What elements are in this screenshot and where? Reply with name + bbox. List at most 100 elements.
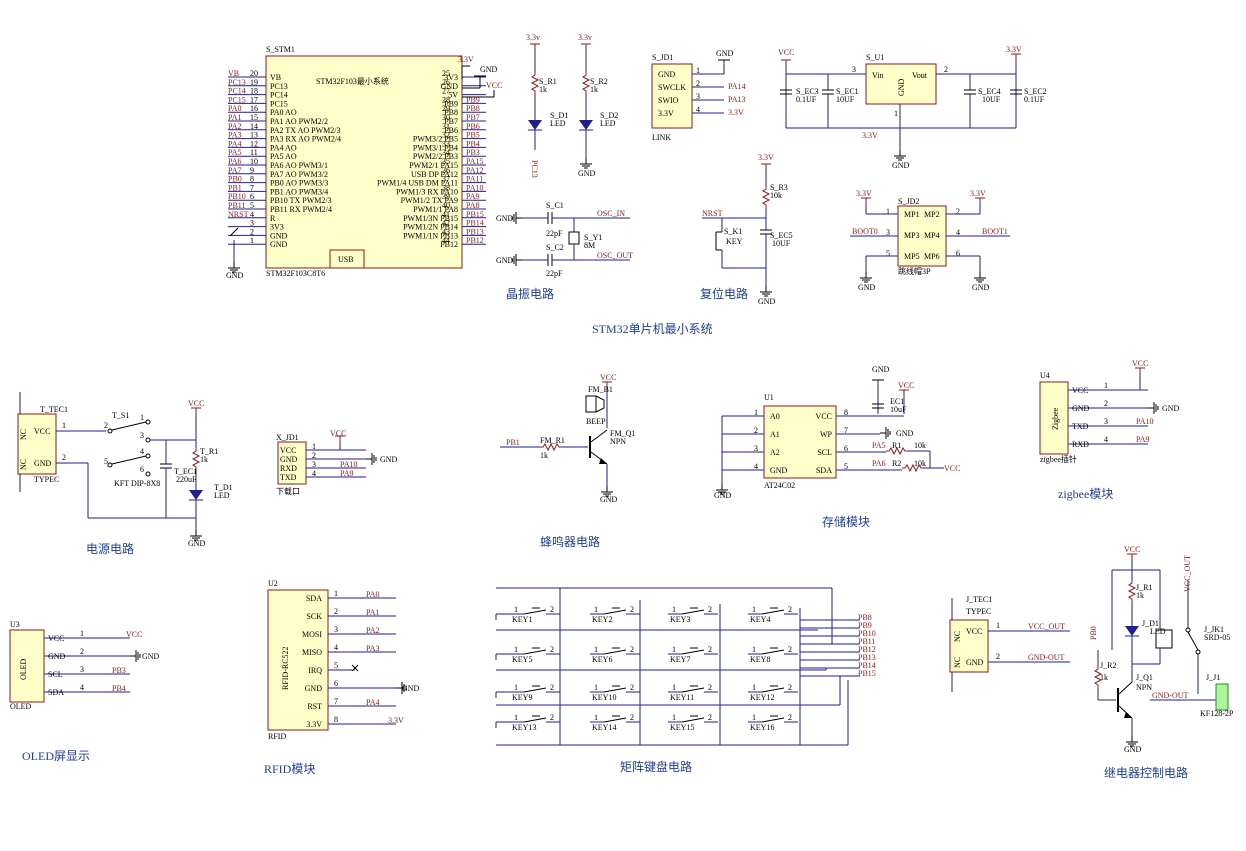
rl-pb0: PB0 <box>1089 626 1098 640</box>
ee-right-num: 5 <box>844 462 848 471</box>
pwr-nc1: NC <box>19 429 28 440</box>
bz-q1: FM_Q1 <box>610 429 635 438</box>
tc2-out1: VCC_OUT <box>1028 622 1065 631</box>
mcu-left-net: PA3 <box>228 131 242 140</box>
key-pin2: 2 <box>630 605 634 614</box>
ee-ec: EC1 <box>890 397 904 406</box>
key-pin1: 1 <box>672 605 676 614</box>
title-power: 电源电路 <box>86 541 134 556</box>
reg-ec3v: 0.1UF <box>796 95 817 104</box>
key-label: KEY12 <box>750 693 774 702</box>
ee-ecv: 10uF <box>890 405 907 414</box>
mcu-right-num: 25 <box>442 69 450 78</box>
mcu-right-name: PB6 <box>444 126 458 135</box>
key-pin2: 2 <box>550 713 554 722</box>
typec-output: J_TEC1 TYPEC NC NC VCC GND 1 2 VCC_OUT G… <box>949 595 1070 692</box>
key-pin1: 1 <box>672 645 676 654</box>
rl-r2: J_R2 <box>1100 661 1116 670</box>
keypad-net: PB15 <box>858 669 876 678</box>
key-label: KEY15 <box>670 723 694 732</box>
ee-left-num: 1 <box>754 408 758 417</box>
title-storage: 存储模块 <box>822 514 870 529</box>
mcu-left-net: PA6 <box>228 157 242 166</box>
zb-pin-name: VCC <box>1072 386 1088 395</box>
mcu-left-num: 18 <box>250 87 258 96</box>
zb-pin-name: GND <box>1072 404 1090 413</box>
mcu-right-name: PB12 <box>440 240 458 249</box>
zb-pin-num: 1 <box>1104 381 1108 390</box>
mcu-right-num: 40 <box>442 201 450 210</box>
stm32-mcu: S_STM1 STM32F103最小系统 STM32F103C8T6 USB V… <box>226 45 502 280</box>
zb-pin-net: PA10 <box>1136 417 1154 426</box>
oled-pin-name: SCL <box>48 670 63 679</box>
mcu-left-name: 3V3 <box>270 223 284 232</box>
rst-gnd: GND <box>758 297 776 306</box>
mcu-right-name: PWM1/1 PA8 <box>413 205 458 214</box>
oled-gnd: GND <box>142 652 160 661</box>
pwr-sw-part: KFT DIP-8X8 <box>114 479 160 488</box>
mcu-title: STM32F103最小系统 <box>316 76 389 86</box>
boot-boot0: BOOT0 <box>852 227 878 236</box>
mcu-left-name: PB10 TX PWM2/3 <box>270 196 332 205</box>
rfid-pin-num: 4 <box>334 643 338 652</box>
led1-d-ref: S_D1 <box>550 111 568 120</box>
key-label: KEY9 <box>512 693 532 702</box>
ee-left-name: A2 <box>770 448 780 457</box>
pwr-d1v: LED <box>214 491 230 500</box>
mcu-right-num: 35 <box>442 157 450 166</box>
relay-circuit: VCC J_R1 1k J_D1 LED J_R2 1k PB0 GND J_Q… <box>1089 545 1234 754</box>
key-pin1: 1 <box>514 713 518 722</box>
mcu-left-net: NRST <box>228 210 249 219</box>
mcu-right-name: PWM1/2 TX PA9 <box>401 196 458 205</box>
keypad-net: PB14 <box>858 661 876 670</box>
key-pin1: 1 <box>594 683 598 692</box>
pwr-ec: T_EC1 <box>174 467 197 476</box>
pwr-gnd: GND <box>34 459 52 468</box>
rfid-pin-name: MISO <box>302 648 322 657</box>
pwr-r1: T_R1 <box>200 447 218 456</box>
mcu-right-net: PA12 <box>466 166 484 175</box>
mcu-left-net: PA0 <box>228 104 242 113</box>
key-label: KEY5 <box>512 655 532 664</box>
rl-j1: J_J1 <box>1206 673 1220 682</box>
ee-pa5: PA5 <box>872 441 886 450</box>
keypad-net: PB8 <box>858 613 872 622</box>
key-pin2: 2 <box>550 683 554 692</box>
boot-ref: S_JD2 <box>898 197 919 206</box>
keypad-net: PB10 <box>858 629 876 638</box>
mcu-right-name: PWM3/1 PB4 <box>413 143 458 152</box>
mcu-right-name: PWM2/2 PB3 <box>413 152 458 161</box>
mcu-left-num: 14 <box>250 122 258 131</box>
ee-left-name: A0 <box>770 412 780 421</box>
key-label: KEY7 <box>670 655 690 664</box>
oled-pin-net: VCC <box>126 630 142 639</box>
mcu-right-name: PWM1/1N PB13 <box>403 231 458 240</box>
boot-part: 跳线帽3P <box>898 266 931 276</box>
mcu-right-num: 43 <box>442 227 450 236</box>
key-label: KEY13 <box>512 723 536 732</box>
mcu-left-num: 9 <box>250 166 254 175</box>
title-reset: 复位电路 <box>700 286 748 301</box>
key-pin1: 1 <box>514 683 518 692</box>
oled-pin-net: PB3 <box>112 666 126 675</box>
mcu-left-name: PA1 AO PWM2/2 <box>270 117 328 126</box>
rfid-pin-name: SCK <box>306 612 322 621</box>
rfid-pin-num: 1 <box>334 589 338 598</box>
rfid-pin-num: 2 <box>334 607 338 616</box>
link-pin-name: SWCLK <box>658 83 686 92</box>
rfid-pin-name: MOSI <box>302 630 322 639</box>
rfid-pin-name: IRQ <box>308 666 322 675</box>
ee-r1: R1 <box>892 441 901 450</box>
title-zigbee: zigbee模块 <box>1058 487 1113 501</box>
zb-pin-num: 2 <box>1104 399 1108 408</box>
pwr-swn1: 1 <box>140 413 144 422</box>
reg-ec4: S_EC4 <box>978 87 1001 96</box>
oled-pin-num: 3 <box>80 665 84 674</box>
